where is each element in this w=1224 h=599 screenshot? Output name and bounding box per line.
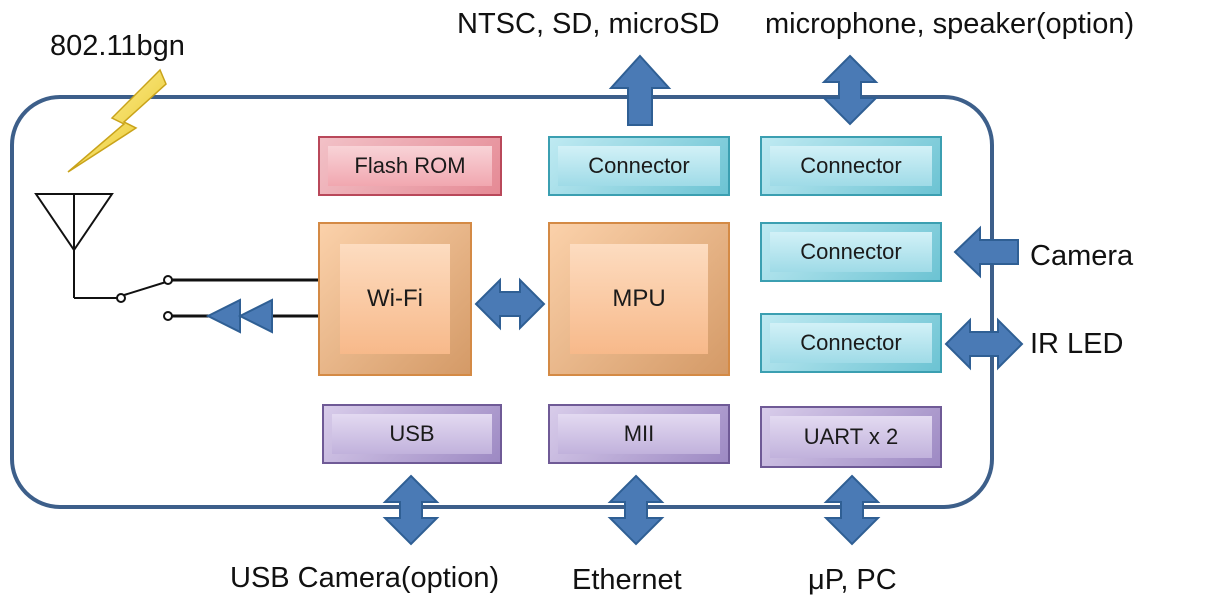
flash-rom-block: Flash ROM: [318, 136, 502, 196]
amplifier-icon: [205, 298, 273, 334]
mii-block: MII: [548, 404, 730, 464]
switch-contact-lower: [163, 311, 173, 321]
wifi-label: Wi-Fi: [367, 285, 423, 312]
switch-contact-pivot: [116, 293, 126, 303]
antenna-icon: [34, 193, 167, 299]
mii-label: MII: [623, 421, 655, 446]
connector-audio-block: Connector: [760, 136, 942, 196]
uart-bidirectional-arrow: [823, 474, 881, 546]
uart-label: UART x 2: [803, 424, 899, 449]
lightning-icon: [67, 68, 167, 173]
ir-led-label: IR LED: [1030, 328, 1124, 360]
connector-camera-block: Connector: [760, 222, 942, 282]
mpu-label: MPU: [612, 285, 666, 312]
audio-label: microphone, speaker(option): [765, 8, 1135, 40]
usb-label: USB: [389, 421, 435, 446]
wifi-block: Wi-Fi: [318, 222, 472, 376]
ir-bidirectional-arrow: [944, 317, 1024, 371]
mpu-block: MPU: [548, 222, 730, 376]
connector-video-label: Connector: [588, 153, 690, 178]
connector-camera-label: Connector: [800, 239, 902, 264]
uart-block: UART x 2: [760, 406, 942, 468]
audio-bidirectional-arrow: [821, 54, 879, 126]
connector-ir-block: Connector: [760, 313, 942, 373]
video-storage-label: NTSC, SD, microSD: [457, 8, 720, 40]
host-label: μP, PC: [808, 564, 897, 596]
usb-bidirectional-arrow: [382, 474, 440, 546]
camera-label: Camera: [1030, 240, 1134, 272]
board-outline: [10, 95, 994, 509]
camera-input-arrow: [953, 225, 1019, 279]
ethernet-label: Ethernet: [572, 564, 682, 596]
usb-camera-label: USB Camera(option): [230, 562, 500, 594]
connector-ir-label: Connector: [800, 330, 902, 355]
connector-video-block: Connector: [548, 136, 730, 196]
video-up-arrow: [608, 54, 672, 126]
flash-rom-label: Flash ROM: [354, 153, 466, 178]
wifi-mpu-bidirectional-arrow: [474, 277, 546, 331]
switch-contact-upper: [163, 275, 173, 285]
wireless-standard-label: 802.11bgn: [50, 30, 185, 62]
usb-block: USB: [322, 404, 502, 464]
connector-audio-label: Connector: [800, 153, 902, 178]
ethernet-bidirectional-arrow: [607, 474, 665, 546]
